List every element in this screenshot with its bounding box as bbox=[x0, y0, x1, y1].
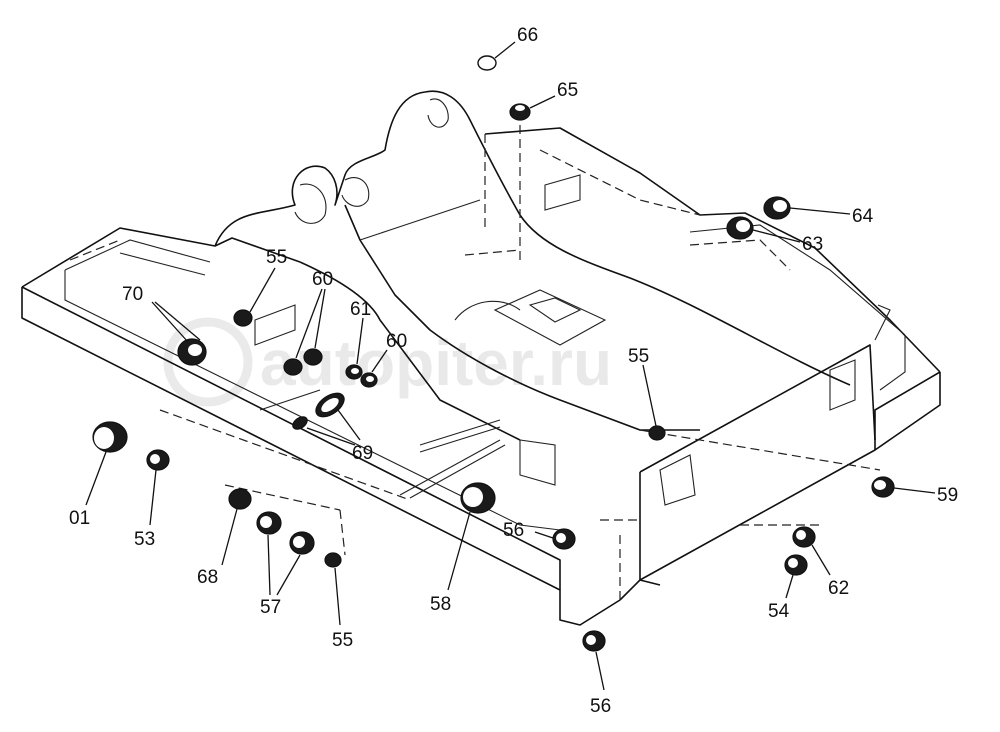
callout-labels: 66 65 64 63 55 70 60 61 60 55 69 59 01 5… bbox=[69, 25, 958, 717]
callout-61: 61 bbox=[350, 299, 371, 320]
callout-69: 69 bbox=[352, 443, 373, 464]
callout-60-left: 60 bbox=[312, 269, 333, 290]
callout-54: 54 bbox=[768, 601, 790, 622]
callout-65: 65 bbox=[557, 80, 578, 101]
callout-56-mid: 56 bbox=[503, 520, 524, 541]
plug-55-top bbox=[233, 309, 253, 327]
callout-60-right: 60 bbox=[386, 331, 407, 352]
callout-70: 70 bbox=[122, 284, 143, 305]
callout-59: 59 bbox=[937, 485, 958, 506]
frame-body bbox=[21, 90, 941, 626]
callout-68: 68 bbox=[197, 567, 218, 588]
plug-55-low bbox=[324, 552, 342, 568]
grommet-69-b bbox=[292, 416, 308, 430]
callout-55-low: 55 bbox=[332, 630, 353, 651]
callout-55-top: 55 bbox=[266, 247, 287, 268]
plug-55-mid bbox=[648, 425, 666, 441]
plug-60-a bbox=[283, 358, 303, 376]
callout-01: 01 bbox=[69, 508, 90, 529]
plug-66 bbox=[477, 55, 497, 71]
parts bbox=[92, 55, 895, 652]
callout-57: 57 bbox=[260, 597, 281, 618]
callout-64: 64 bbox=[852, 206, 874, 227]
callout-63: 63 bbox=[802, 234, 823, 255]
callout-66: 66 bbox=[517, 25, 538, 46]
leader-lines bbox=[85, 41, 936, 691]
callout-56-bottom: 56 bbox=[590, 696, 611, 717]
callout-53: 53 bbox=[134, 529, 155, 550]
callout-58: 58 bbox=[430, 594, 451, 615]
grommet-68 bbox=[228, 488, 252, 510]
callout-62: 62 bbox=[828, 578, 849, 599]
plug-60-b bbox=[303, 348, 323, 366]
callout-55-mid: 55 bbox=[628, 346, 649, 367]
